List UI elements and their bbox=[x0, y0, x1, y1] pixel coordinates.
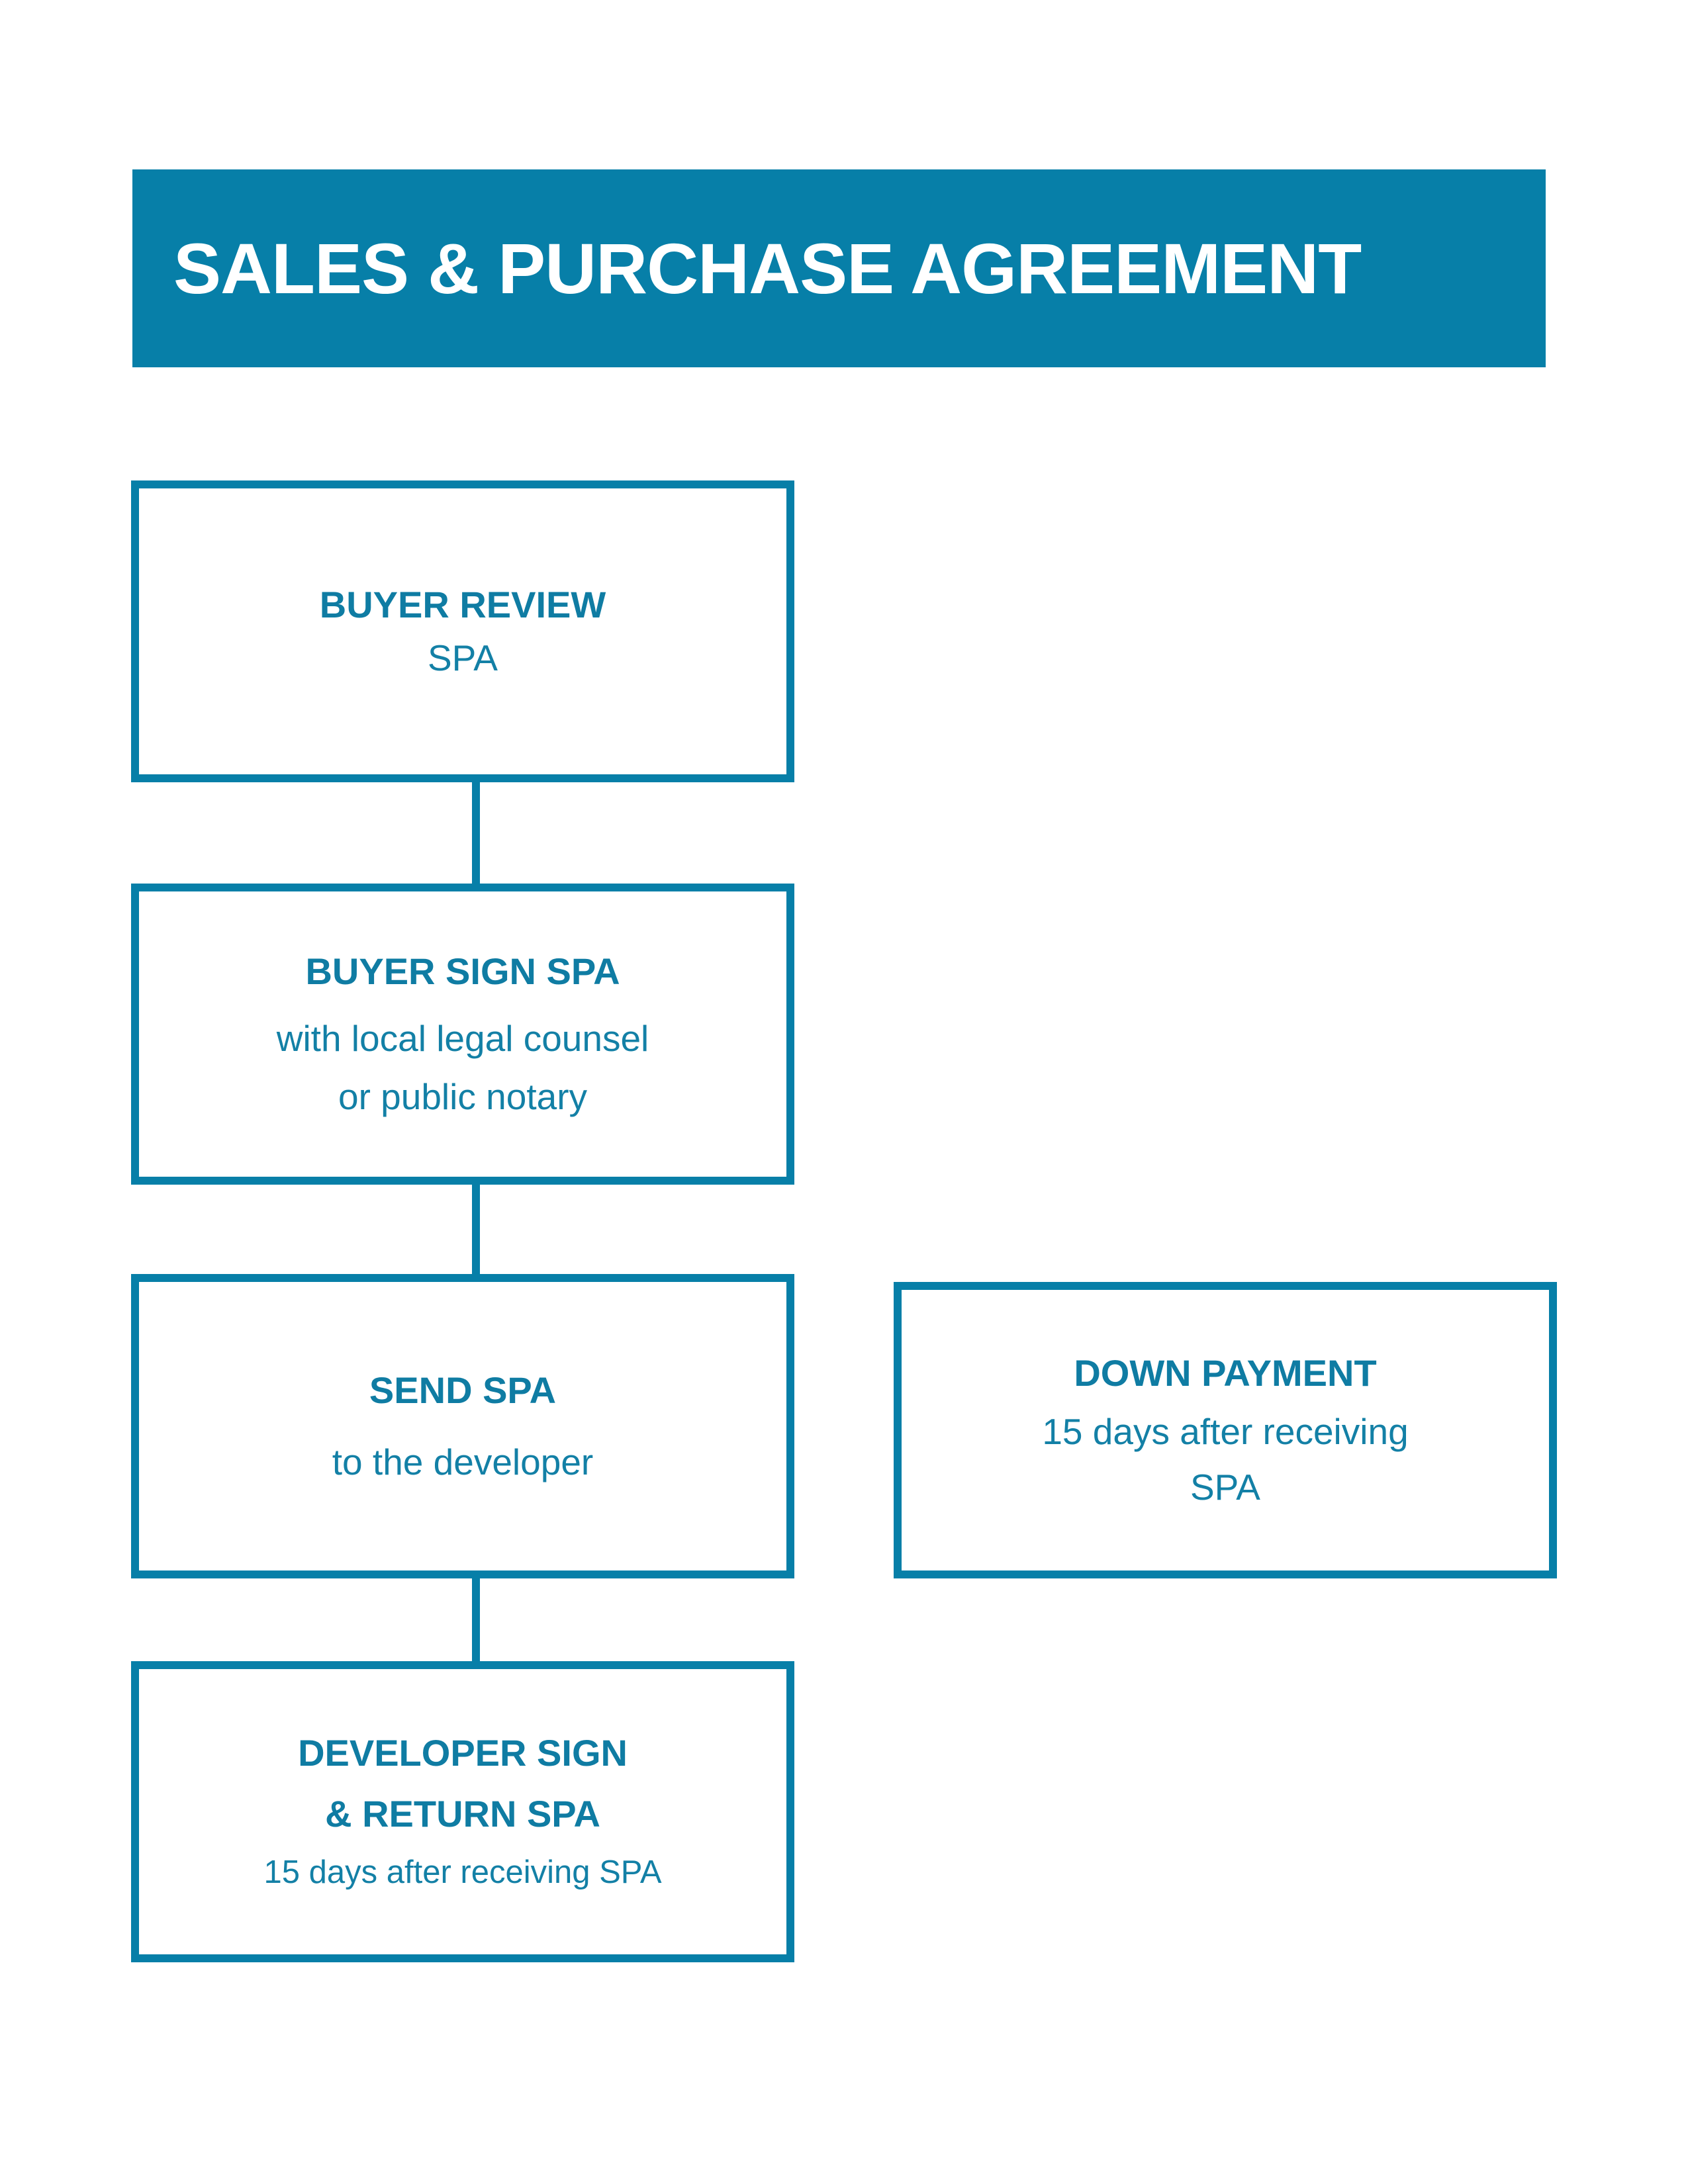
connector-buyer-review-to-buyer-sign bbox=[472, 774, 480, 891]
flow-box-developer-sign: DEVELOPER SIGN & RETURN SPA 15 days afte… bbox=[131, 1661, 794, 1962]
flow-box-subtext-line: SPA bbox=[428, 637, 498, 679]
flow-box-heading: BUYER SIGN SPA bbox=[305, 950, 620, 993]
flow-box-buyer-review: BUYER REVIEW SPA bbox=[131, 480, 794, 782]
flow-box-subtext-line: with local legal counsel bbox=[276, 1017, 649, 1059]
page-title: SALES & PURCHASE AGREEMENT bbox=[173, 228, 1362, 308]
flow-box-send-spa: SEND SPA to the developer bbox=[131, 1274, 794, 1578]
connector-buyer-sign-to-send-spa bbox=[472, 1177, 480, 1282]
flow-box-heading: DEVELOPER SIGN bbox=[298, 1732, 628, 1774]
flow-box-subtext-line: 15 days after receiving SPA bbox=[263, 1854, 662, 1891]
connector-send-spa-to-developer-sign bbox=[472, 1570, 480, 1669]
flow-box-down-payment: DOWN PAYMENT 15 days after receiving SPA bbox=[894, 1282, 1557, 1578]
flow-box-heading-second-line: & RETURN SPA bbox=[325, 1793, 600, 1835]
flow-box-heading: SEND SPA bbox=[369, 1369, 557, 1411]
flow-box-subtext-line: 15 days after receiving bbox=[1042, 1411, 1409, 1453]
flow-box-subtext-line: SPA bbox=[1190, 1467, 1260, 1508]
flow-box-subtext-line: or public notary bbox=[338, 1075, 588, 1117]
flow-box-heading: BUYER REVIEW bbox=[319, 583, 606, 625]
flow-box-buyer-sign: BUYER SIGN SPA with local legal counsel … bbox=[131, 884, 794, 1185]
flow-box-subtext-line: to the developer bbox=[332, 1441, 594, 1483]
flow-box-heading: DOWN PAYMENT bbox=[1074, 1351, 1377, 1394]
header-banner: SALES & PURCHASE AGREEMENT bbox=[132, 169, 1546, 367]
